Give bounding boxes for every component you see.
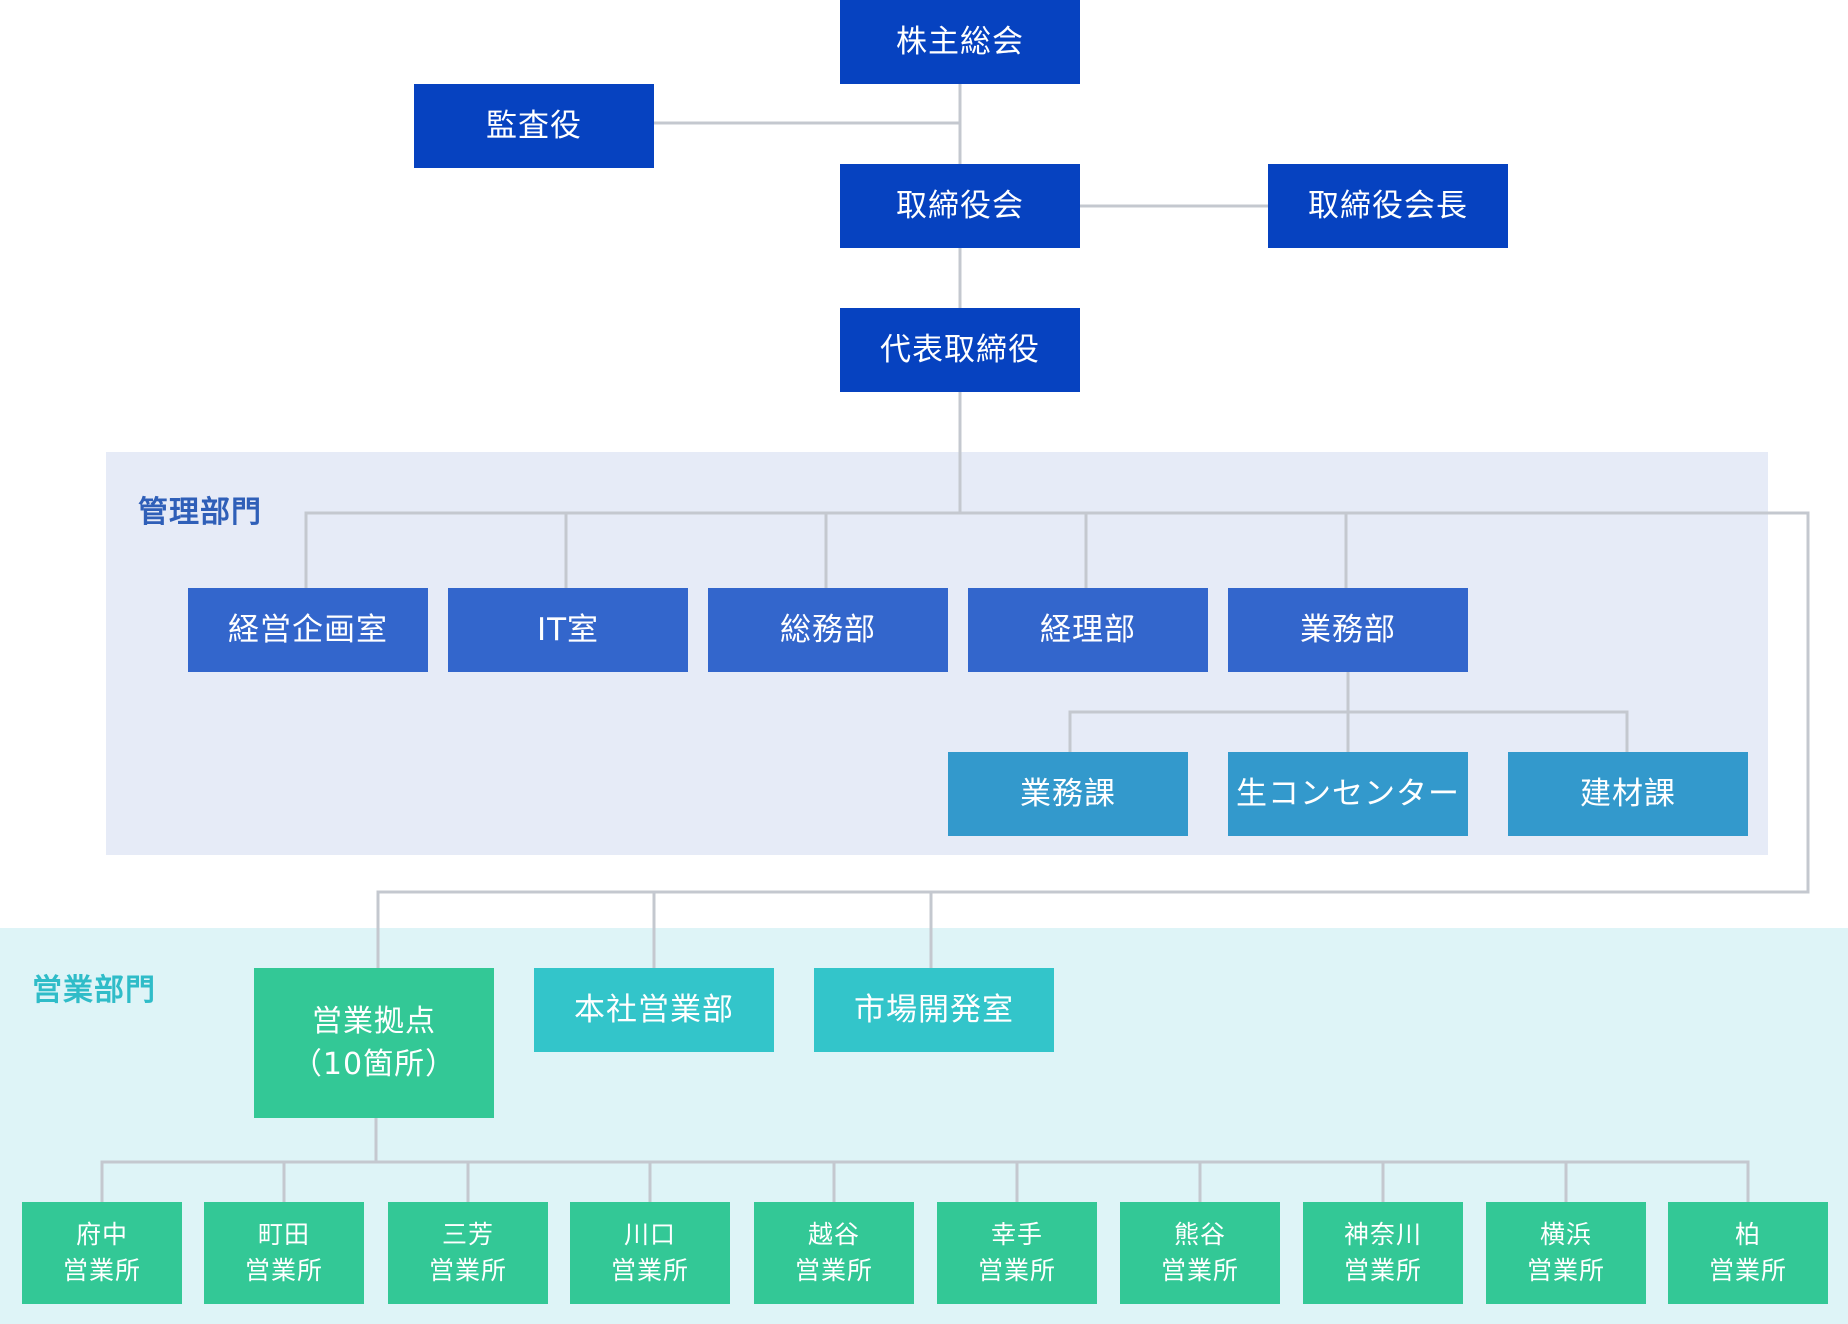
office-name: 町田: [257, 1219, 310, 1249]
sales-bases-box: 営業拠点 （10箇所）: [254, 968, 494, 1118]
office-suffix: 営業所: [1708, 1256, 1787, 1285]
office-name: 横浜: [1539, 1219, 1592, 1249]
shareholders-meeting-box: 株主総会: [840, 0, 1080, 84]
market-development-box: 市場開発室: [814, 968, 1054, 1052]
office-suffix: 営業所: [1160, 1256, 1239, 1285]
office-box: 町田営業所: [204, 1202, 364, 1304]
office-suffix: 営業所: [610, 1256, 689, 1285]
sales-division-label: 営業部門: [32, 973, 156, 1008]
office-name: 越谷: [807, 1219, 860, 1249]
office-suffix: 営業所: [244, 1256, 323, 1285]
office-box: 神奈川営業所: [1303, 1202, 1463, 1304]
office-name: 柏: [1734, 1219, 1761, 1249]
business-section-box: 業務課: [948, 752, 1188, 836]
head-office-sales-box: 本社営業部: [534, 968, 774, 1052]
office-suffix: 営業所: [428, 1256, 507, 1285]
general-affairs-box: 総務部: [708, 588, 948, 672]
auditor-box: 監査役: [414, 84, 654, 168]
office-box: 柏営業所: [1668, 1202, 1828, 1304]
office-name: 幸手: [990, 1219, 1043, 1249]
office-suffix: 営業所: [794, 1256, 873, 1285]
sales-bases-count: （10箇所）: [291, 1047, 457, 1082]
office-box: 川口営業所: [570, 1202, 730, 1304]
office-suffix: 営業所: [62, 1256, 141, 1285]
sales-bases-title: 営業拠点: [312, 1003, 436, 1039]
office-suffix: 営業所: [1343, 1256, 1422, 1285]
concrete-center-box: 生コンセンター: [1228, 752, 1468, 836]
business-department-box: 業務部: [1228, 588, 1468, 672]
office-suffix: 営業所: [977, 1256, 1056, 1285]
office-suffix: 営業所: [1526, 1256, 1605, 1285]
office-name: 三芳: [441, 1219, 494, 1249]
office-name: 神奈川: [1343, 1219, 1422, 1249]
office-box: 熊谷営業所: [1120, 1202, 1280, 1304]
chairman-box: 取締役会長: [1268, 164, 1508, 248]
accounting-box: 経理部: [968, 588, 1208, 672]
office-name: 熊谷: [1173, 1219, 1226, 1249]
office-box: 府中営業所: [22, 1202, 182, 1304]
board-of-directors-box: 取締役会: [840, 164, 1080, 248]
office-box: 越谷営業所: [754, 1202, 914, 1304]
office-box: 三芳営業所: [388, 1202, 548, 1304]
representative-director-box: 代表取締役: [840, 308, 1080, 392]
building-materials-box: 建材課: [1508, 752, 1748, 836]
admin-division-label: 管理部門: [138, 495, 262, 530]
office-box: 幸手営業所: [937, 1202, 1097, 1304]
office-box: 横浜営業所: [1486, 1202, 1646, 1304]
corporate-planning-box: 経営企画室: [188, 588, 428, 672]
office-name: 川口: [623, 1219, 676, 1249]
it-office-box: IT室: [448, 588, 688, 672]
office-name: 府中: [75, 1219, 128, 1249]
